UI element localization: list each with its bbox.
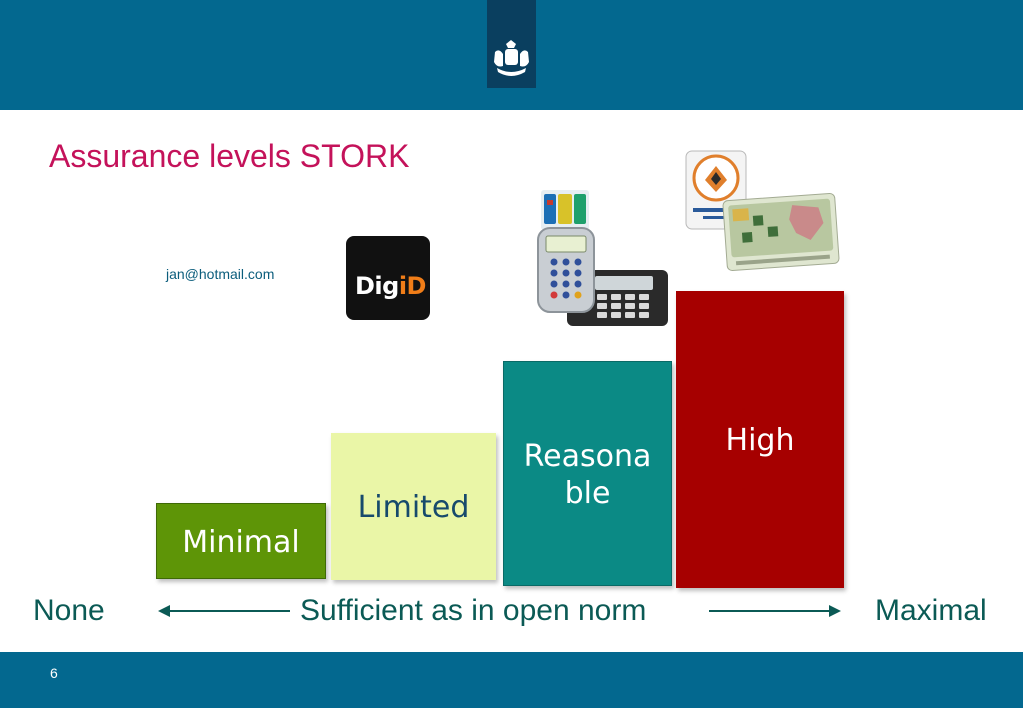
- level-label-reasonable: Reasonable: [523, 439, 652, 511]
- card-reader-icon: [537, 227, 595, 313]
- level-label-high: High: [725, 423, 795, 458]
- level-label-minimal: Minimal: [182, 525, 300, 560]
- right-arrow-icon: [709, 605, 841, 617]
- royal-coat-of-arms-icon: [494, 40, 529, 76]
- footer-bar: [0, 652, 1023, 708]
- level-bar-high: High: [676, 291, 844, 588]
- header-bar: [0, 0, 1023, 110]
- digid-logo-text: DigiD: [355, 272, 426, 300]
- page-number: 6: [50, 665, 58, 681]
- level-label-limited: Limited: [357, 490, 470, 525]
- email-address: jan@hotmail.com: [166, 266, 275, 282]
- axis-label-none: None: [33, 594, 105, 627]
- left-arrow-icon: [158, 605, 290, 617]
- axis-label-open-norm: Sufficient as in open norm: [300, 594, 647, 627]
- axis-label-maximal: Maximal: [875, 594, 987, 627]
- slide-title: Assurance levels STORK: [49, 138, 410, 174]
- level-bar-minimal: Minimal: [156, 503, 326, 579]
- digid-logo: DigiD: [346, 236, 430, 320]
- smartcard-icon: [722, 193, 840, 271]
- logo-box: [487, 0, 536, 88]
- bank-cards-icon: [541, 190, 589, 230]
- level-bar-limited: Limited: [331, 433, 496, 580]
- level-bar-reasonable: Reasonable: [503, 361, 672, 586]
